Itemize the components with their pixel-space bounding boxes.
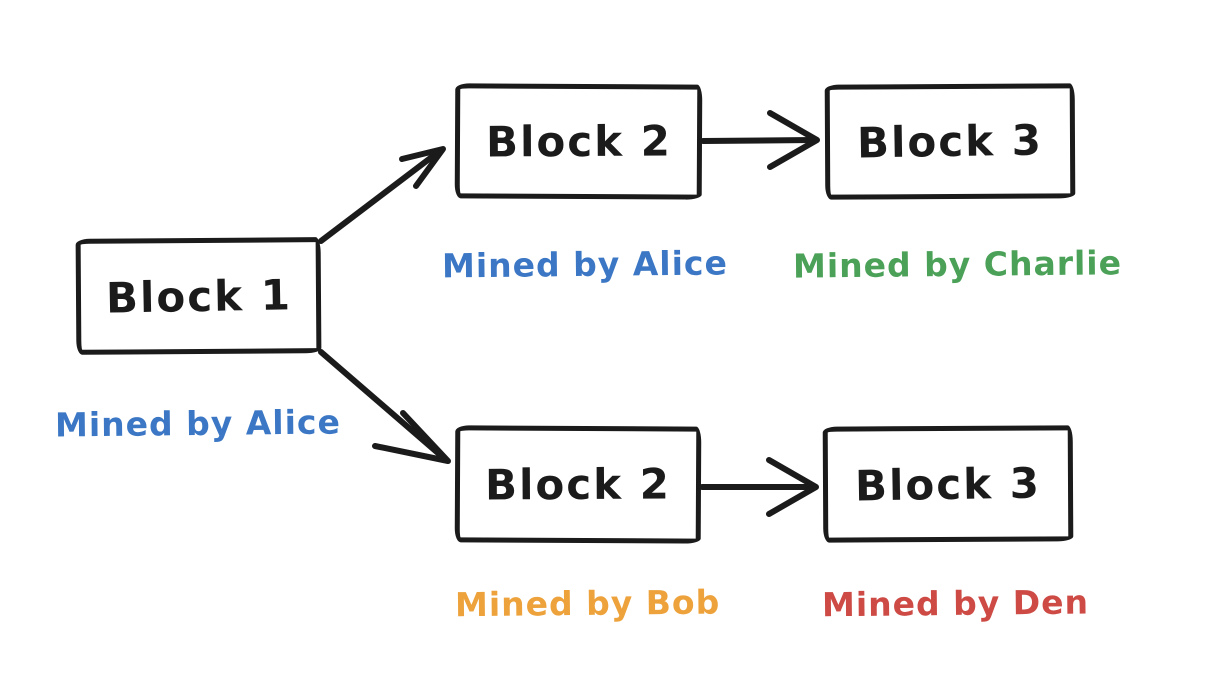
arrow-block2-top-to-block3-top — [700, 110, 820, 170]
arrow-block1-to-block2-top — [318, 146, 446, 244]
block-3-top-label: Block 3 — [856, 115, 1044, 168]
miner-label-block-2-top: Mined by Alice — [441, 243, 729, 286]
block-2-bottom-label: Block 2 — [484, 459, 672, 510]
miner-label-block-3-bottom: Mined by Den — [821, 582, 1090, 625]
arrow-block2-bottom-to-block3-bottom — [699, 457, 819, 517]
miner-label-block-1: Mined by Alice — [54, 402, 342, 445]
block-2-top-label: Block 2 — [485, 116, 672, 167]
block-1-label: Block 1 — [105, 269, 292, 323]
block-3-bottom-box: Block 3 — [822, 425, 1074, 543]
block-3-bottom-label: Block 3 — [854, 458, 1042, 510]
block-2-top-box: Block 2 — [454, 83, 703, 200]
block-1-box: Block 1 — [75, 237, 322, 355]
block-3-top-box: Block 3 — [824, 83, 1076, 200]
block-2-bottom-box: Block 2 — [454, 425, 702, 544]
miner-label-block-3-top: Mined by Charlie — [792, 243, 1123, 286]
miner-label-block-2-bottom: Mined by Bob — [454, 582, 721, 625]
